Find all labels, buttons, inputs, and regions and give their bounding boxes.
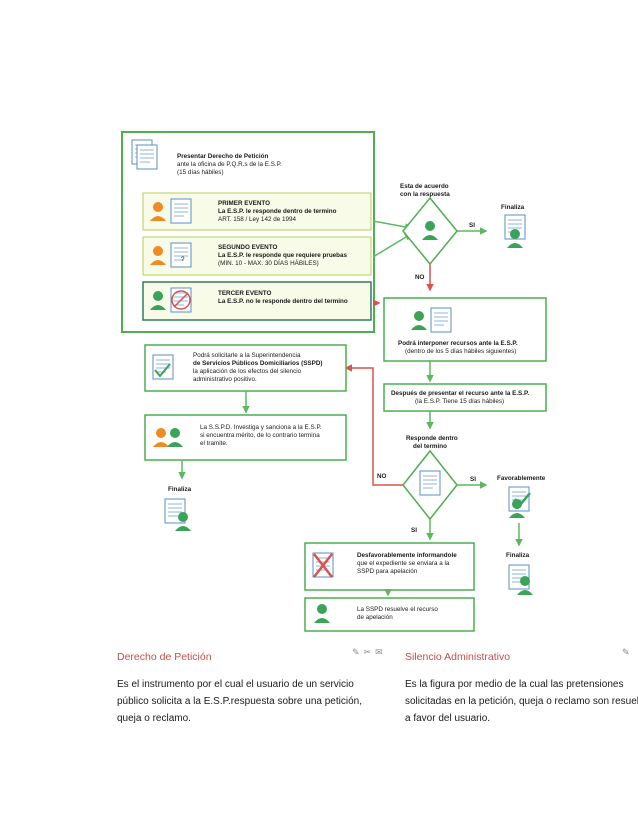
svg-text:Podrá solicitarle a la Superin: Podrá solicitarle a la Superintendencia (193, 352, 301, 359)
finaliza-right: Finaliza (506, 552, 533, 595)
svg-text:la aplicación de los efectos d: la aplicación de los efectos del silenci… (193, 368, 302, 375)
svg-text:SEGUNDO EVENTO: SEGUNDO EVENTO (218, 244, 277, 251)
start-title: Presentar Derecho de Petición (177, 153, 268, 160)
flow-diagram: Presentar Derecho de Petición ante la of… (121, 131, 547, 632)
left-section-title: Derecho de Petición (117, 651, 212, 663)
svg-text:La E.S.P. le responde que requ: La E.S.P. le responde que requiere prueb… (218, 252, 348, 259)
finaliza-1: Finaliza (501, 204, 526, 248)
svg-text:el tramite.: el tramite. (200, 440, 228, 447)
svg-text:del termino: del termino (413, 443, 447, 450)
event-2: ? SEGUNDO EVENTO La E.S.P. le responde q… (142, 236, 372, 276)
decorative-icon-right: ✎ (622, 647, 634, 657)
svg-text:La S.S.P.D. Investiga y sancio: La S.S.P.D. Investiga y sanciona a la E.… (200, 424, 322, 431)
event-3: TERCER EVENTO La E.S.P. no le responde d… (142, 281, 372, 321)
svg-text:Finaliza: Finaliza (501, 204, 525, 211)
svg-text:SSPD para apelación: SSPD para apelación (357, 568, 418, 575)
event-1: PRIMER EVENTO La E.S.P. le responde dent… (142, 192, 372, 231)
svg-text:(dentro de los 5 días hábiles: (dentro de los 5 días hábiles siguientes… (405, 348, 516, 355)
right-line-3: a favor del usuario. (405, 713, 491, 724)
sspd-resuelve-box: La SSPD resuelve el recurso de apelación (304, 597, 475, 632)
svg-text:La SSPD resuelve el recurso: La SSPD resuelve el recurso (357, 606, 438, 613)
svg-text:Esta de acuerdo: Esta de acuerdo (400, 183, 449, 190)
recursos-box: Podrá interponer recursos ante la E.S.P.… (383, 297, 547, 362)
svg-text:Responde dentro: Responde dentro (406, 435, 458, 442)
svg-text:(15 días hábiles): (15 días hábiles) (177, 169, 224, 176)
left-line-3: queja o reclamo. (117, 713, 191, 724)
svg-text:de apelación: de apelación (357, 614, 393, 621)
svg-text:La E.S.P. le responde dentro d: La E.S.P. le responde dentro de termino (218, 208, 337, 215)
svg-text:SI: SI (470, 476, 476, 483)
left-line-1: Es el instrumento por el cual el usuario… (117, 679, 354, 690)
svg-text:Después de presentar el recurs: Después de presentar el recurso ante la … (391, 390, 529, 397)
despues-box: Después de presentar el recurso ante la … (383, 383, 547, 412)
svg-text:administrativo positivo.: administrativo positivo. (193, 376, 257, 383)
left-line-2: público solicita a la E.S.P.respuesta so… (117, 696, 362, 707)
svg-text:SI: SI (411, 527, 417, 534)
svg-text:Finaliza: Finaliza (168, 486, 192, 493)
left-section-body: Es el instrumento por el cual el usuario… (117, 676, 362, 727)
decision-2: Responde dentro del termino (402, 435, 458, 521)
svg-text:ART. 158 / Ley 142 de 1994: ART. 158 / Ley 142 de 1994 (218, 216, 296, 223)
svg-text:(la E.S.P. Tiene 15 días hábil: (la E.S.P. Tiene 15 días hábiles) (415, 398, 504, 405)
right-section-title: Silencio Administrativo (405, 651, 511, 663)
svg-text:con la respuesta: con la respuesta (400, 191, 450, 198)
right-line-2: solicitadas en la petición, queja o recl… (405, 696, 638, 707)
start-block: Presentar Derecho de Petición ante la of… (131, 139, 282, 176)
favorablemente: Favorablemente (497, 475, 546, 518)
right-line-1: Es la figura por medio de la cual las pr… (405, 679, 624, 690)
svg-text:Desfavorablemente informandole: Desfavorablemente informandole (357, 552, 457, 559)
svg-text:SI: SI (469, 222, 475, 229)
svg-text:de Servicios Públicos Domicili: de Servicios Públicos Domiciliarios (SSP… (193, 360, 322, 367)
svg-text:?: ? (181, 256, 185, 263)
svg-text:TERCER EVENTO: TERCER EVENTO (218, 290, 272, 297)
decorative-icons-left: ✎✂✉ (352, 647, 387, 657)
sspd-box: Podrá solicitarle a la Superintendencia … (144, 344, 347, 392)
svg-text:si encuentra mérito, de lo con: si encuentra mérito, de lo contrario ter… (200, 432, 320, 439)
svg-text:Finaliza: Finaliza (506, 552, 530, 559)
svg-text:Favorablemente: Favorablemente (497, 475, 546, 482)
desfavorable-box: Desfavorablemente informandole que el ex… (304, 542, 475, 591)
right-section-body: Es la figura por medio de la cual las pr… (405, 676, 638, 727)
svg-text:que el expediente se enviara: que el expediente se enviara a la (357, 560, 450, 567)
svg-text:La E.S.P. no le responde dentr: La E.S.P. no le responde dentro del term… (218, 298, 348, 305)
sspd-investiga-box: La S.S.P.D. Investiga y sanciona a la E.… (144, 414, 347, 461)
finaliza-left: Finaliza (164, 486, 192, 531)
svg-text:PRIMER EVENTO: PRIMER EVENTO (218, 200, 270, 207)
svg-text:(MIN. 10 - MAX. 30 DÍAS HÁBILE: (MIN. 10 - MAX. 30 DÍAS HÁBILES) (218, 258, 319, 267)
svg-text:NO: NO (377, 473, 387, 480)
svg-text:ante la oficina de P.Q.R.s de: ante la oficina de P.Q.R.s de la E.S.P. (177, 161, 282, 168)
svg-text:Podrá interponer recursos ant: Podrá interponer recursos ante la E.S.P. (398, 340, 518, 347)
decision-1: Esta de acuerdo con la respuesta (400, 183, 458, 266)
svg-text:NO: NO (415, 274, 425, 281)
